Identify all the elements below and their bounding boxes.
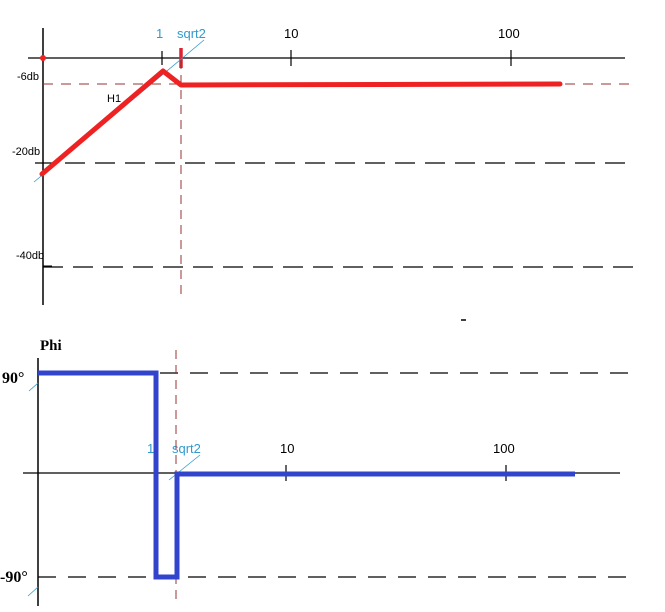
y-label-minus6db: -6db xyxy=(17,71,39,83)
origin-dot xyxy=(40,55,46,61)
magnitude-plot: 1 sqrt2 10 100 -6db -20db -40db H1 xyxy=(12,26,635,305)
phase-x-label-1: 1 xyxy=(147,441,154,456)
phase-x-label-sqrt2: sqrt2 xyxy=(172,441,201,456)
axis-slash-bottom xyxy=(27,586,39,597)
h1-magnitude-curve xyxy=(39,68,563,177)
x-label-1: 1 xyxy=(156,26,163,41)
y-label-minus20db: -20db xyxy=(12,146,40,158)
phase-plot: Phi 1 sqrt2 10 100 90° -90° xyxy=(0,338,632,606)
phase-curve xyxy=(38,370,575,580)
phase-title: Phi xyxy=(40,338,62,354)
x-label-100: 100 xyxy=(498,26,520,41)
x-label-sqrt2: sqrt2 xyxy=(177,26,206,41)
sqrt2-slash xyxy=(168,454,201,481)
phase-x-label-100: 100 xyxy=(493,441,515,456)
y-label-minus40db: -40db xyxy=(16,250,44,262)
phase-x-label-10: 10 xyxy=(280,441,294,456)
curve-label-h1: H1 xyxy=(107,93,121,105)
x-label-10: 10 xyxy=(284,26,298,41)
axis-slash-top xyxy=(28,382,39,392)
y-label-minus90deg: -90° xyxy=(0,569,28,586)
y-label-90deg: 90° xyxy=(2,370,24,387)
